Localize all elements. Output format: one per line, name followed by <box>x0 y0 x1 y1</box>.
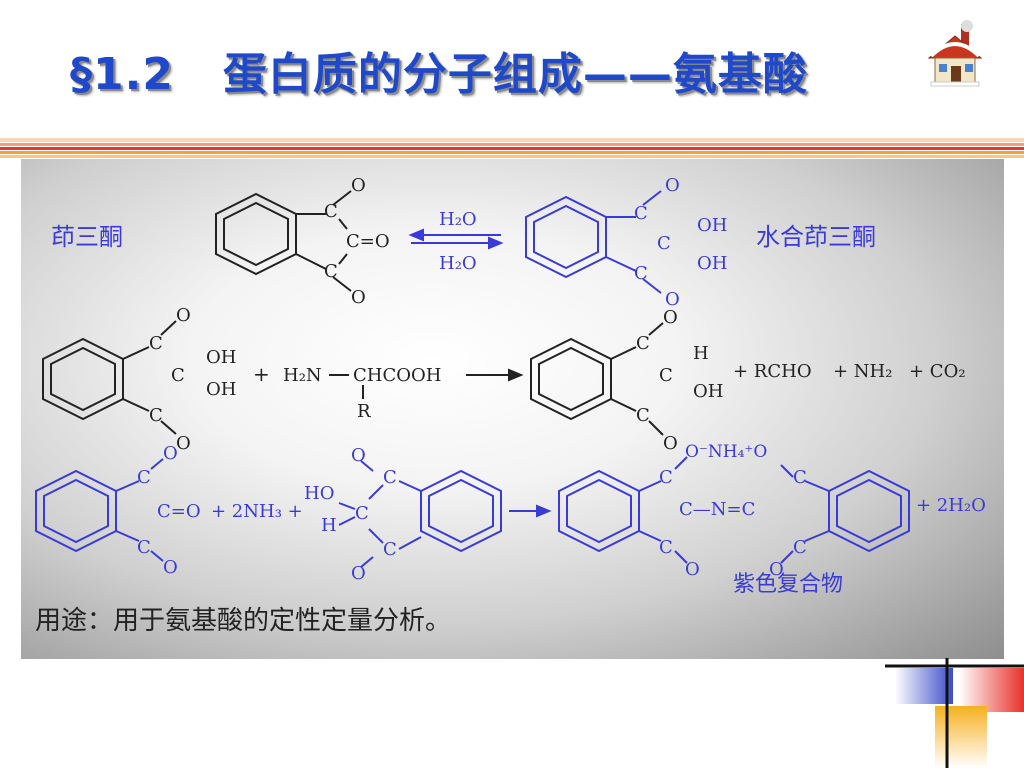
ninhydrin-reaction-figure: 茚三酮 C C=O C O O H₂O H₂O <box>21 159 1004 659</box>
purple-complex-structure <box>558 456 910 564</box>
section-number: §1.2 <box>70 49 174 100</box>
chem-label: C <box>657 233 671 254</box>
chem-label: OH <box>206 347 236 368</box>
chem-label: H <box>321 515 337 536</box>
chem-label: H <box>693 343 709 364</box>
chem-label: O <box>663 433 678 454</box>
slide-title: §1.2 蛋白质的分子组成——氨基酸 <box>70 38 808 102</box>
chem-label: C <box>659 467 673 488</box>
header-divider <box>0 138 1024 162</box>
chem-label: C <box>659 365 673 386</box>
chem-label: C <box>149 405 163 426</box>
chem-label: O <box>685 559 700 580</box>
h2o-top: H₂O <box>439 209 477 230</box>
chem-label: OH <box>697 215 727 236</box>
chem-label: + 2H₂O <box>916 495 986 516</box>
corner-decoration <box>885 658 1024 768</box>
ninhydrin-structure <box>215 190 352 292</box>
chem-label: O <box>665 175 680 196</box>
chem-label: + <box>253 362 270 386</box>
chem-label: C <box>383 539 397 560</box>
chem-label: O <box>176 305 191 326</box>
chem-label: + 2NH₃ + <box>211 501 303 522</box>
chem-label: C <box>659 537 673 558</box>
chem-label: CHCOOH <box>353 365 441 386</box>
chem-label: C <box>171 365 185 386</box>
title-text: 蛋白质的分子组成——氨基酸 <box>222 49 808 100</box>
amino-acid: H₂N <box>283 365 322 386</box>
chem-label: O <box>351 287 366 308</box>
chem-label: C <box>149 333 163 354</box>
chem-label: C <box>636 405 650 426</box>
chem-label: + NH₂ <box>833 361 892 382</box>
chem-label: O⁻NH₄⁺O <box>685 442 767 462</box>
label-ninhydrin: 茚三酮 <box>51 223 123 251</box>
h2o-bottom: H₂O <box>439 253 477 274</box>
chem-label: + RCHO <box>733 361 812 382</box>
chem-label: C <box>634 263 648 284</box>
equilibrium-arrows <box>408 228 504 250</box>
chem-label: C <box>137 537 151 558</box>
chem-label: C <box>355 503 369 524</box>
chem-label: R <box>357 401 371 422</box>
label-purple-complex: 紫色复合物 <box>733 572 843 597</box>
chem-label: C <box>636 333 650 354</box>
chem-label: O <box>163 557 178 578</box>
chem-label: O <box>351 563 366 584</box>
hydrindantin-half <box>338 460 502 568</box>
hydrated-ninhydrin-structure <box>525 190 662 294</box>
chem-label: OH <box>693 381 723 402</box>
reactant-hydrated-ninhydrin <box>42 320 177 435</box>
chem-label: C=O <box>157 501 201 522</box>
chem-label: O <box>665 289 680 310</box>
chem-label: O <box>351 175 366 196</box>
chem-label: + CO₂ <box>909 361 966 382</box>
chem-label: C <box>137 467 151 488</box>
chem-label: C <box>383 467 397 488</box>
chem-label: O <box>769 559 784 580</box>
chem-label: O <box>176 433 191 454</box>
chem-label: O <box>163 443 178 464</box>
reaction-arrow-3 <box>509 504 552 518</box>
chem-label: OH <box>206 379 236 400</box>
chem-label: HO <box>304 483 334 504</box>
chem-label: C=O <box>346 231 390 252</box>
chem-label: C <box>793 537 807 558</box>
usage-text: 用途：用于氨基酸的定性定量分析。 <box>35 606 451 636</box>
row3-ninhydrin <box>35 458 164 562</box>
chem-label: C <box>793 467 807 488</box>
reaction-arrow-2 <box>466 368 524 382</box>
label-hydrated-ninhydrin: 水合茚三酮 <box>756 223 876 251</box>
chem-label: C—N=C <box>679 499 755 520</box>
chem-label: O <box>351 445 366 466</box>
chem-label: C <box>324 261 338 282</box>
home-icon[interactable] <box>925 18 985 90</box>
chem-label: C <box>634 203 648 224</box>
chem-label: C <box>324 201 338 222</box>
intermediate-product <box>530 322 664 436</box>
chem-label: O <box>663 307 678 328</box>
chem-label: OH <box>697 253 727 274</box>
